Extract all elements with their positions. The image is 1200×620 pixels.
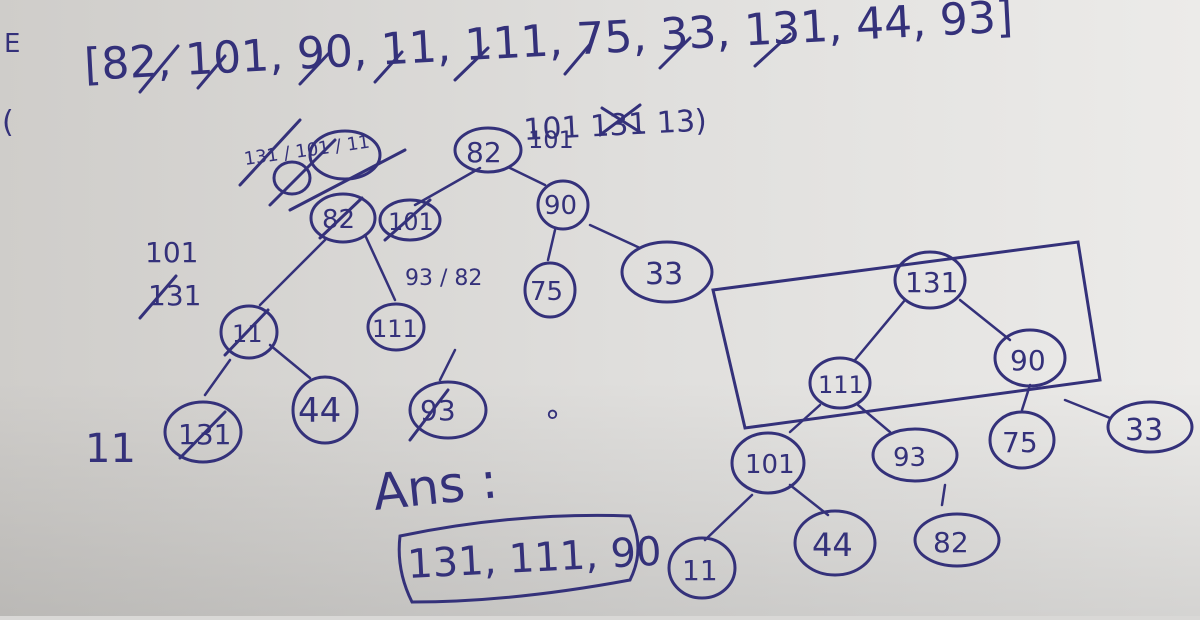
svg-text:90: 90: [544, 191, 577, 221]
svg-text:33: 33: [645, 257, 683, 292]
svg-text:33: 33: [1125, 413, 1163, 448]
tree2-node-93: [871, 427, 959, 483]
tree1-node-82-top: [453, 126, 523, 174]
tree1-node-82: [309, 192, 377, 244]
svg-text:75: 75: [1002, 426, 1038, 459]
svg-text:44: 44: [812, 526, 853, 564]
tree1-node-90: [536, 179, 590, 231]
answer-label: Ans :: [370, 451, 500, 522]
answer-dot: °: [545, 405, 560, 440]
tree2-node-33: [1106, 400, 1194, 454]
margin-mark-mid: (: [2, 105, 14, 140]
tree2-node-101: [730, 431, 806, 495]
svg-text:131: 131: [905, 266, 958, 299]
tree1-node-33: [620, 240, 714, 304]
answer-box: [397, 513, 640, 604]
tree1-annot-101: 101: [528, 126, 574, 154]
paper-shadow: [0, 380, 1200, 616]
tree2-node-11: [667, 536, 737, 600]
svg-text:90: 90: [1010, 344, 1046, 377]
side-note-11: 11: [85, 426, 136, 472]
tree2-highlight-box: [711, 240, 1102, 430]
margin-mark-top: E: [4, 29, 20, 59]
svg-text:75: 75: [530, 277, 563, 307]
tree2-node-131: [893, 250, 967, 310]
tree1-node-111: [366, 302, 426, 352]
tree1-node-93: [408, 380, 488, 440]
tree1-annot-93-82: 93 / 82: [405, 266, 482, 291]
tree1-root-scribble-circle: [308, 129, 382, 181]
svg-text:111: 111: [818, 371, 864, 399]
svg-text:101: 101: [745, 450, 795, 480]
tree1-node-131: [163, 400, 243, 464]
tree1-node-11: [219, 304, 279, 360]
svg-text:11: 11: [682, 554, 718, 587]
svg-text:82: 82: [466, 136, 502, 169]
tree2-node-44: [793, 509, 877, 577]
tree2-node-82: [913, 512, 1001, 568]
tree1-node-75: [523, 261, 577, 319]
array-strikethroughs: [138, 32, 792, 94]
side-note-131: 131: [148, 279, 201, 312]
tree1-node-44: [291, 375, 359, 445]
tree-2: 131 111 90 101 93 75 33 11 44 82: [667, 240, 1194, 600]
tree2-node-90: [993, 328, 1067, 388]
tree2-node-111: [808, 356, 872, 410]
svg-text:82: 82: [933, 526, 969, 559]
side-note-101: 101: [145, 236, 198, 269]
tree2-node-75: [988, 410, 1056, 470]
tree1-node-101: [378, 198, 442, 242]
svg-text:93: 93: [893, 443, 926, 473]
svg-text:111: 111: [372, 315, 418, 343]
svg-text:44: 44: [298, 391, 341, 431]
